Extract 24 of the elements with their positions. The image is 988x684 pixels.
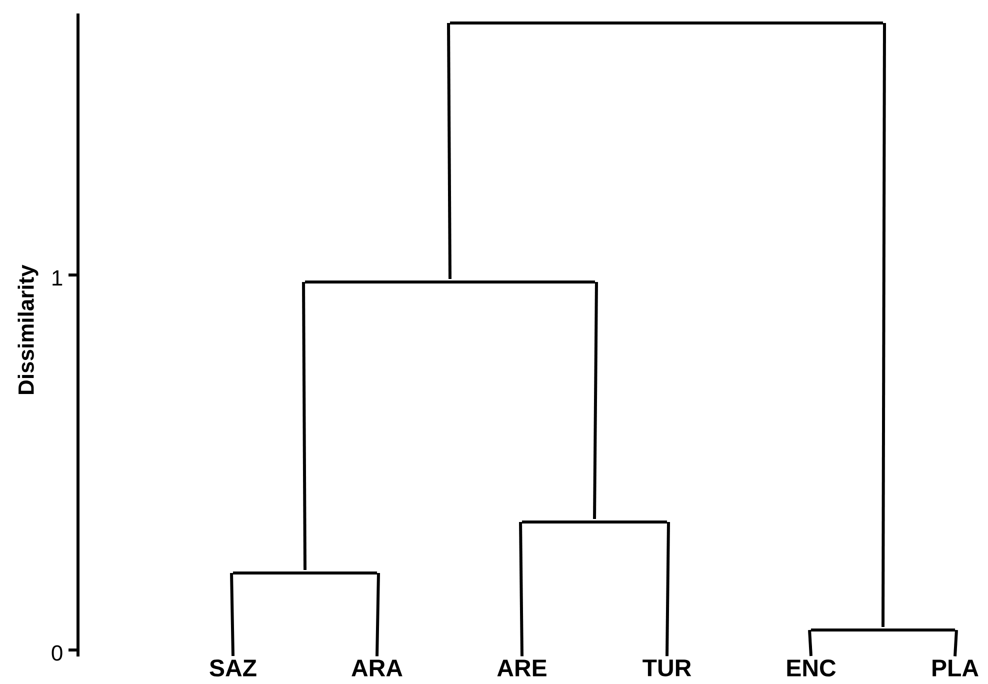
merge-bar	[233, 572, 377, 574]
tree-branch	[376, 572, 380, 656]
tree-branch	[808, 630, 812, 656]
leaf-label: SAZ	[210, 660, 256, 676]
leaf-label: ARE	[497, 660, 546, 676]
leaf-label: ENC	[787, 660, 836, 676]
tree-branch	[593, 282, 598, 519]
tree-branch	[230, 572, 234, 656]
tick-label: 1	[52, 270, 62, 286]
leaf-label: TUR	[642, 660, 692, 676]
axis-title: Dissimilarity	[18, 264, 38, 394]
tick-label: 0	[52, 645, 62, 661]
tree-branch	[302, 282, 306, 570]
tree-branch	[666, 522, 670, 656]
tree-branch	[954, 630, 958, 656]
leaf-label: PLA	[932, 660, 978, 676]
leaf-label: ARA	[352, 660, 402, 676]
merge-bar	[522, 520, 667, 524]
tree-branch	[882, 23, 886, 627]
merge-bar	[450, 22, 883, 24]
tree-branch	[447, 22, 452, 279]
merge-bar	[305, 280, 595, 284]
merge-bar	[811, 628, 955, 632]
tree-branch	[519, 522, 524, 656]
